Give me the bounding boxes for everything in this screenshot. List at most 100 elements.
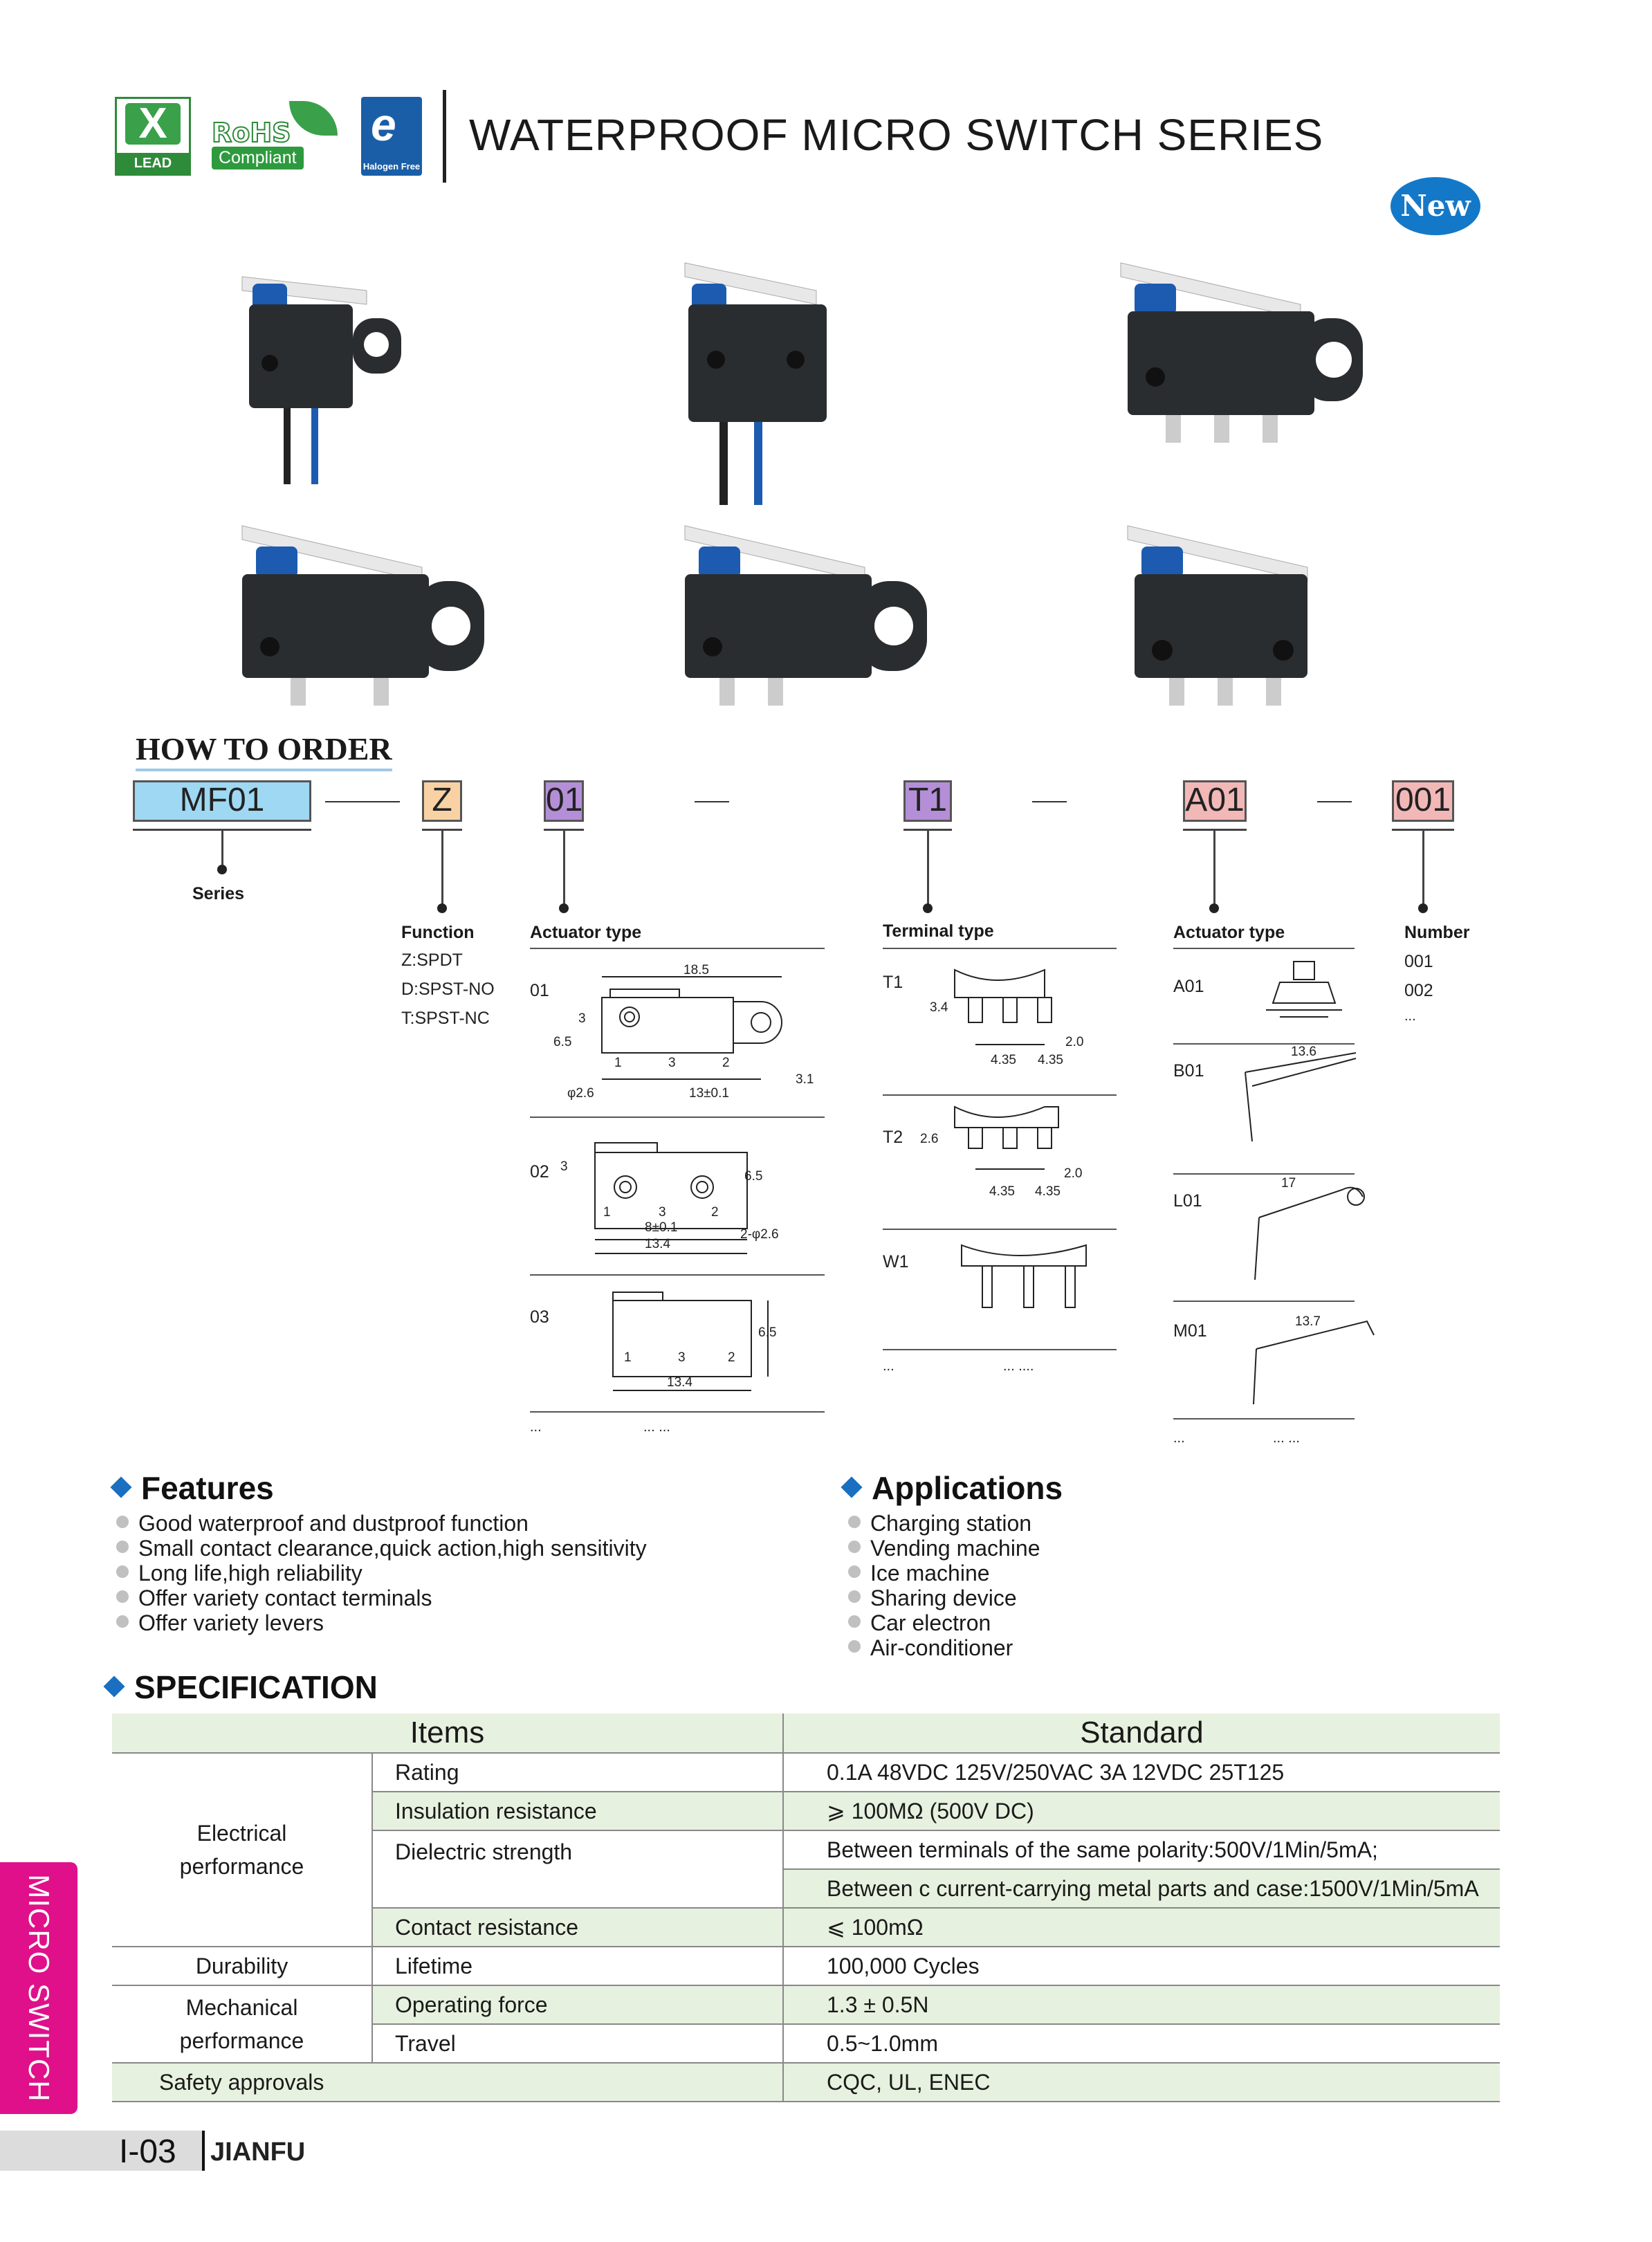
divider [1173, 948, 1355, 949]
terminal-t2-drawing [941, 1100, 1107, 1204]
table-row: Travel 0.5~1.0mm [112, 2024, 1500, 2064]
features-heading: Features [110, 1469, 274, 1507]
standard-cell: CQC, UL, ENEC [782, 2063, 1500, 2102]
leader-dot [217, 865, 227, 874]
table-row: Durability Lifetime 100,000 Cycles [112, 1947, 1500, 1986]
footer-divider [202, 2131, 205, 2171]
leader-dot [923, 903, 933, 913]
table-row: Insulation resistance ⩾ 100MΩ (500V DC) [112, 1792, 1500, 1831]
application-item: Vending machine [848, 1536, 1040, 1561]
actuator-03-drawing [602, 1287, 782, 1404]
halogen-free-text: Halogen Free [362, 161, 421, 172]
product-photo-1 [228, 263, 422, 498]
specification-title: SPECIFICATION [134, 1669, 378, 1705]
applications-title: Applications [872, 1470, 1063, 1506]
product-photo-2 [678, 256, 851, 512]
table-row: Between c current-carrying metal parts a… [112, 1869, 1500, 1909]
more-indicator: ... ... [643, 1419, 670, 1435]
actuator-code: 03 [530, 1307, 549, 1327]
dimension: 3 [578, 1011, 586, 1026]
dimension: 2.6 [920, 1132, 939, 1146]
leader-underline [1183, 829, 1247, 831]
leader-underline [544, 829, 584, 831]
feature-item: Offer variety levers [116, 1610, 324, 1636]
table-row: Mechanical performance Operating force 1… [112, 1985, 1500, 2064]
actuator-code: 01 [530, 981, 549, 1000]
dimension: φ2.6 [567, 1086, 594, 1101]
function-label: Function [401, 923, 475, 942]
item-cell: Contact resistance [371, 1908, 783, 1947]
dimension: 13.4 [645, 1237, 670, 1251]
bullet-icon [848, 1615, 861, 1628]
dimension: 13.4 [667, 1375, 692, 1390]
new-badge: New [1391, 177, 1480, 235]
feature-text: Good waterproof and dustproof function [138, 1511, 529, 1536]
divider [530, 1117, 825, 1118]
divider [1173, 1418, 1355, 1419]
item-cell: Lifetime [371, 1947, 783, 1986]
rohs-logo: RoHS Compliant [206, 97, 342, 176]
diamond-bullet-icon [103, 1675, 125, 1698]
side-tab: MICRO SWITCH [0, 1862, 77, 2114]
actuator-type-label: Actuator type [1173, 923, 1285, 942]
number-option: 002 [1404, 981, 1433, 1000]
standard-cell: 0.5~1.0mm [782, 2024, 1500, 2064]
leader-dot [1418, 903, 1428, 913]
code-actuator-lever: A01 [1183, 780, 1247, 822]
terminal-type-label: Terminal type [883, 921, 994, 941]
lever-m01-drawing [1245, 1307, 1377, 1418]
bullet-icon [848, 1590, 861, 1603]
feature-text: Offer variety contact terminals [138, 1586, 432, 1610]
application-item: Sharing device [848, 1586, 1017, 1611]
table-header-row: Items Standard [112, 1713, 1500, 1754]
item-cell: Operating force [371, 1985, 783, 2025]
more-indicator: ... [883, 1359, 894, 1374]
product-photo-6 [1121, 519, 1328, 713]
leader-line [1213, 830, 1215, 906]
lever-l01-drawing [1245, 1176, 1377, 1287]
lever-b01-drawing [1238, 1051, 1363, 1155]
actuator-01-drawing [553, 963, 816, 1101]
table-row: Safety approvals CQC, UL, ENEC [112, 2063, 1500, 2102]
standard-cell: Between c current-carrying metal parts a… [782, 1869, 1500, 1909]
divider [883, 1229, 1117, 1230]
specification-heading: SPECIFICATION [103, 1669, 378, 1706]
number-label: Number [1404, 923, 1470, 942]
product-photo-3 [1114, 256, 1377, 450]
product-photo-5 [678, 519, 941, 713]
function-option: D:SPST-NO [401, 980, 495, 999]
more-indicator: ... .... [1003, 1359, 1034, 1374]
group-label: Mechanical performance [179, 1995, 304, 2053]
feature-item: Small contact clearance,quick action,hig… [116, 1536, 647, 1561]
item-cell: Insulation resistance [371, 1792, 783, 1831]
dimension: 3 [560, 1159, 568, 1174]
brand-name: JIANFU [210, 2138, 306, 2167]
bullet-icon [848, 1640, 861, 1653]
bullet-icon [848, 1541, 861, 1553]
footer-bar [0, 2131, 202, 2171]
actuator-type-label: Actuator type [530, 923, 642, 942]
application-text: Sharing device [870, 1586, 1017, 1610]
product-photo-4 [235, 519, 498, 713]
dimension: 4.35 [989, 1184, 1015, 1199]
terminal-mark: 2 [711, 1205, 719, 1220]
group-mechanical: Mechanical performance [112, 1985, 372, 2064]
standard-cell: ⩾ 100MΩ (500V DC) [782, 1792, 1500, 1831]
terminal-t1-drawing [927, 963, 1107, 1074]
dimension: 6.5 [744, 1169, 763, 1184]
terminal-mark: 1 [614, 1056, 622, 1070]
lever-code: A01 [1173, 977, 1204, 996]
dimension: 3.4 [930, 1000, 948, 1015]
header-standard: Standard [783, 1713, 1500, 1754]
application-text: Air-conditioner [870, 1635, 1013, 1660]
code-terminal: T1 [903, 780, 952, 822]
application-item: Ice machine [848, 1561, 990, 1586]
more-indicator: ... [530, 1419, 542, 1435]
divider [1173, 1173, 1355, 1175]
dimension: 8±0.1 [645, 1220, 678, 1235]
group-label: Electrical performance [179, 1821, 304, 1879]
terminal-mark: 1 [603, 1205, 611, 1220]
applications-heading: Applications [841, 1469, 1063, 1507]
page-title: WATERPROOF MICRO SWITCH SERIES [469, 110, 1324, 160]
lever-code: L01 [1173, 1191, 1202, 1211]
